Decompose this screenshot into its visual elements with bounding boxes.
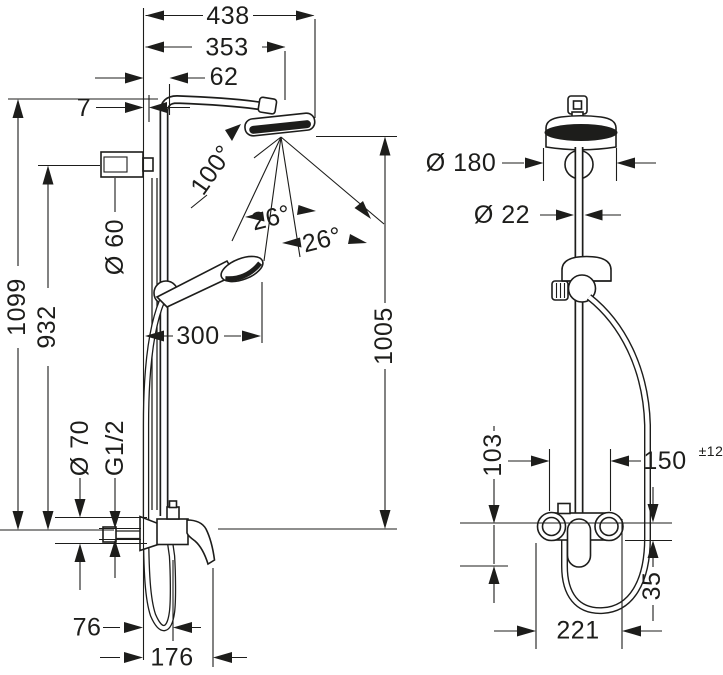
head-top-stub-hole — [572, 100, 583, 110]
hand-shower-head — [220, 255, 264, 283]
dim-total-projection-label: 438 — [206, 2, 249, 30]
supply-stub — [102, 526, 117, 543]
dim-bracket-height: 932 — [33, 164, 100, 530]
dim-total-height-label: 1099 — [3, 278, 31, 336]
dim-wall-clearance-label: 7 — [77, 94, 91, 122]
overhead-shower-face — [249, 120, 311, 134]
dim-spray-angle-total: 100° — [185, 140, 239, 200]
mixer-right-escutcheon — [594, 511, 624, 542]
diverter-stub-side — [166, 506, 180, 520]
dim-connection-spacing-tolerance: ±12 — [699, 443, 723, 459]
dim-pipe-diameter-label: Ø 22 — [474, 201, 530, 229]
dim-escutcheon-diameter: Ø 70 — [55, 420, 147, 590]
head-swivel-joint — [257, 96, 278, 115]
holder-knob-ribs — [555, 283, 566, 298]
hand-shower-face — [225, 261, 263, 282]
spray-lines — [190, 136, 385, 262]
dim-connection-spacing: 150 ±12 — [508, 443, 723, 511]
dim-pipe-diameter: Ø 22 — [474, 201, 621, 229]
dim-connection-spacing-label: 150 — [643, 447, 686, 475]
front-view-annotations: Ø 180 Ø 22 103 150 ±12 35 221 — [426, 148, 723, 649]
side-view-annotations: 100° 26° 26° 438 353 62 7 1099 — [0, 2, 398, 672]
wall-bracket — [100, 151, 144, 178]
dim-escutcheon-diameter-label: Ø 70 — [66, 420, 94, 476]
dim-lever-drop-label: 103 — [479, 433, 507, 476]
dim-hand-shower-projection-label: 300 — [176, 322, 219, 350]
dim-head-to-mixer-height-label: 1005 — [370, 307, 398, 365]
mixer-body-side — [156, 518, 189, 546]
wall-bracket-anchor — [103, 156, 128, 173]
overhead-shower-front-face — [544, 124, 618, 141]
mixer-right-union — [599, 516, 619, 537]
dim-bracket-escutcheon-diameter: Ø 60 — [101, 178, 129, 275]
supply-pipe — [116, 530, 140, 540]
holder-ring — [567, 274, 597, 303]
dim-bracket-height-label: 932 — [33, 305, 61, 348]
mixer-lever-front — [566, 518, 592, 568]
dim-head-diameter: Ø 180 — [426, 148, 656, 181]
dim-pipe-offset: 62 — [95, 63, 238, 115]
dim-hose-projection: 76 — [73, 560, 201, 642]
dim-total-height: 1099 — [0, 98, 158, 531]
dim-wall-clearance: 7 — [77, 94, 190, 122]
dim-spray-angle-left: 26° — [249, 200, 294, 237]
dim-bracket-escutcheon-diameter-label: Ø 60 — [101, 219, 129, 275]
mixer-left-union — [541, 516, 562, 537]
diverter-stub-front — [557, 502, 571, 515]
dim-outlet-offset-label: 35 — [638, 572, 666, 601]
shower-hose-front-core — [562, 295, 650, 613]
dim-mixer-width: 221 — [494, 519, 662, 649]
dim-hose-projection-label: 76 — [73, 614, 102, 642]
diverter-cap-side — [168, 500, 178, 509]
dim-mixer-width-label: 221 — [556, 617, 599, 645]
dim-pipe-offset-label: 62 — [210, 63, 239, 91]
dim-spray-center-projection: 353 — [145, 34, 286, 100]
spray-angle-arrowheads — [225, 124, 371, 248]
dim-spray-center-projection-label: 353 — [205, 34, 248, 62]
dim-connection-thread-label: G1/2 — [101, 420, 129, 476]
front-view-product — [536, 95, 651, 615]
dim-head-diameter-label: Ø 180 — [426, 149, 497, 177]
dim-lever-projection: 176 — [100, 568, 247, 672]
mixer-left-escutcheon — [536, 511, 567, 542]
wall-bracket-neck — [142, 157, 154, 172]
overhead-shower-side — [244, 112, 316, 137]
dim-lever-projection-label: 176 — [150, 644, 193, 672]
dim-head-to-mixer-height: 1005 — [218, 135, 398, 530]
spray-pattern: 100° 26° 26° — [185, 124, 385, 262]
shower-hose-side-core — [144, 300, 175, 630]
dim-hand-shower-projection: 300 — [145, 282, 263, 350]
dim-lever-drop: 103 — [460, 426, 508, 603]
dim-total-projection: 438 — [145, 2, 316, 118]
mixer-lever-side — [186, 519, 216, 566]
dim-connection-thread: G1/2 — [99, 420, 141, 578]
dim-outlet-offset: 35 — [625, 487, 672, 621]
mixer-escutcheon-cone — [139, 515, 159, 552]
dim-spray-angle-right: 26° — [300, 222, 345, 259]
holder-dome — [561, 255, 612, 282]
